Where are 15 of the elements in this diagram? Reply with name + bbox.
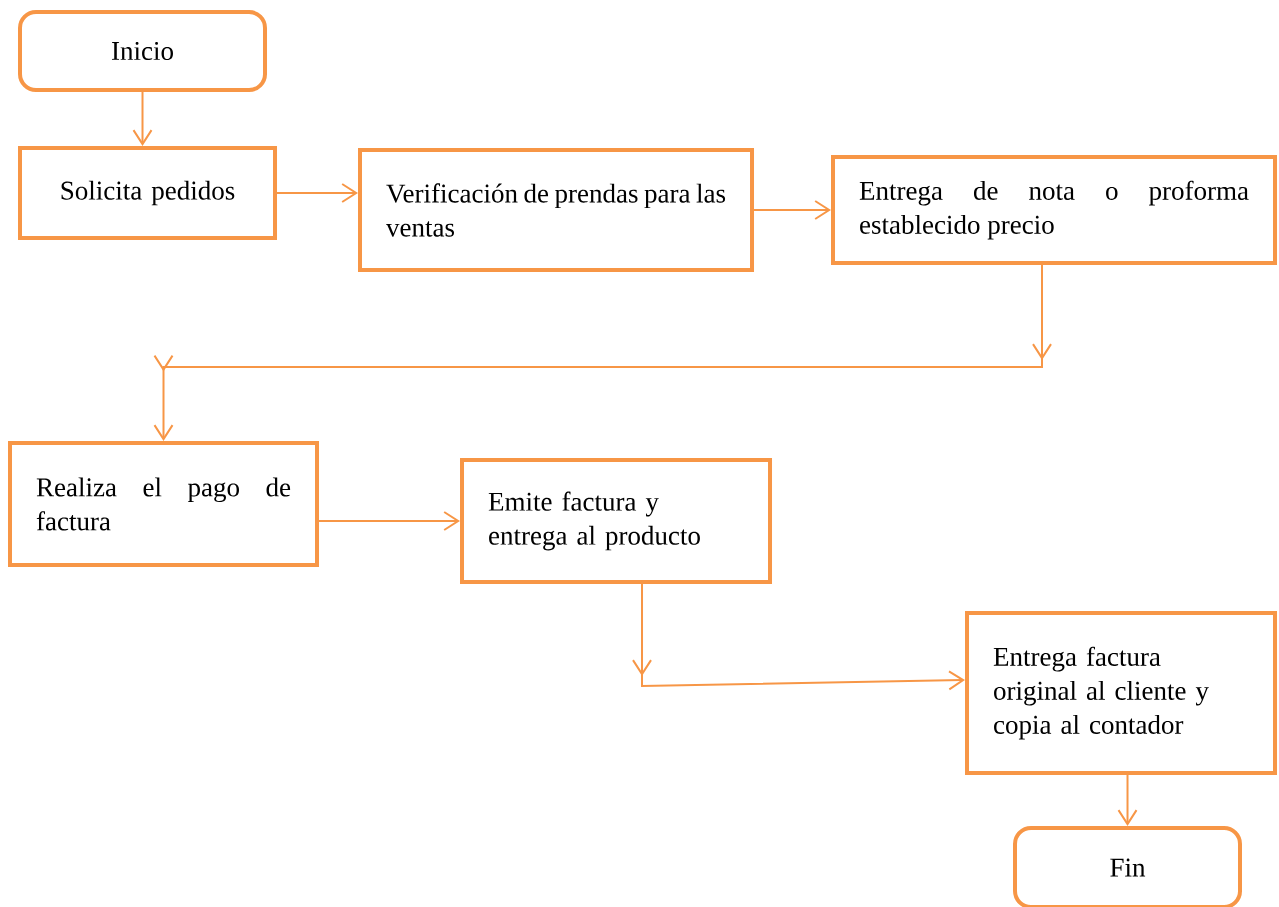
process-box: Realiza el pago de factura [8,441,319,567]
arrow [153,264,1052,441]
end-box: Fin [1013,826,1242,907]
arrow [276,183,358,203]
arrow [318,511,460,531]
arrow [632,583,965,691]
arrow [1117,774,1138,827]
arrow [132,91,153,146]
arrow [753,200,831,220]
process-box: Entrega factura original al cliente y copia al contador [965,611,1277,775]
process-box: Entrega de nota o proforma establecido precio [831,155,1277,265]
process-box: Solicita pedidos [18,146,277,240]
process-box: Verificación de prendas para las ventas [358,148,754,272]
process-box: Emite factura y entrega al producto [460,458,772,584]
start-box: Inicio [18,10,267,92]
